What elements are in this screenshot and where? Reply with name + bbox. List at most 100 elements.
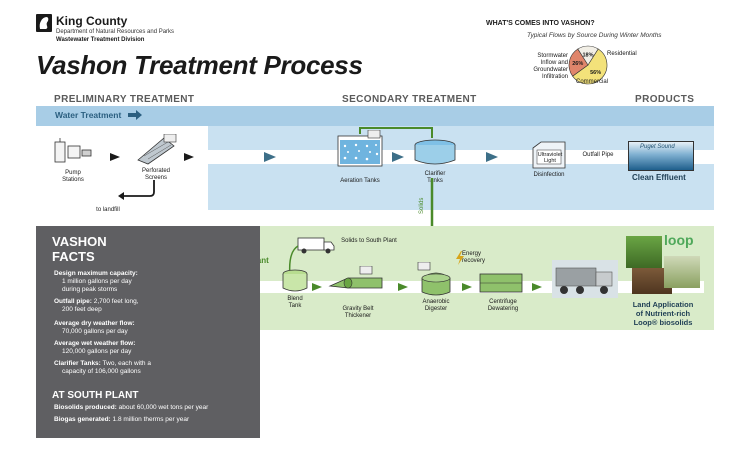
pie-slice-commercial [568,48,589,77]
inflow-heading: WHAT'S COMES INTO VASHON? [486,20,595,27]
truck-icon [297,237,335,254]
energy-recovery-label: Energy recovery [462,251,492,265]
digester-label: Anaerobic Digester [410,299,462,313]
energy-bolt-icon [456,251,464,265]
gravity-belt-thickener-icon [328,266,383,289]
energy-label-line-2: recovery [462,258,486,264]
land-application-photo-1 [626,236,662,268]
fact-outfall: Outfall pipe: 2,700 feet long, 200 feet … [54,298,139,314]
south-plant-title: AT SOUTH PLANT [52,390,139,401]
fact-capacity-value-1: 1 million gallons per day [62,278,132,285]
king-county-logo [36,14,52,32]
section-preliminary: PRELIMINARY TREATMENT [54,94,195,105]
puget-sound-image [628,141,694,171]
facts-title-line-1: VASHON [52,234,107,249]
aeration-tanks-icon [337,130,383,167]
screens-label-line-1: Perforated [141,168,171,174]
biosolids-truck-photo [552,260,618,298]
puget-sound-label: Puget Sound [640,144,675,150]
blend-label-line-1: Blend [287,296,303,302]
pie-label-residential: 56% [590,70,601,76]
fact-capacity-label: Design maximum capacity: [54,270,138,277]
pie-label-stormwater: 18% [582,53,593,59]
blend-tank-icon [282,269,308,292]
loop-logo: loop [664,232,694,248]
legend-commercial: Commercial [576,79,609,85]
fact-dry-value: 70,000 gallons per day [62,328,128,335]
flow-arrow-icon [312,283,322,291]
land-label-line-2: of Nutrient-rich [635,309,691,318]
land-label-line-3: Loop® biosolids [633,318,693,327]
pump-label-line-1: Pump [65,170,81,176]
flow-arrow-icon [462,283,472,291]
org-department: Department of Natural Resources and Park… [56,29,175,35]
digester-label-line-1: Anaerobic [422,299,450,305]
blend-tank-label: Blend Tank [278,296,312,310]
clean-effluent-label: Clean Effluent [632,173,686,182]
inflow-subheading: Typical Flows by Source During Winter Mo… [527,32,662,39]
energy-label-line-1: Energy [462,251,482,257]
fact-dry-weather: Average dry weather flow: 70,000 gallons… [54,320,135,336]
org-division: Wastewater Treatment Division [56,37,145,43]
section-secondary: SECONDARY TREATMENT [342,94,477,105]
perforated-screens-label: Perforated Screens [128,168,184,182]
anaerobic-digester-icon [417,262,451,296]
clarifier-tanks-label: Clarifier Tanks [412,171,458,185]
org-name: King County [56,14,128,28]
clarifier-label-line-2: Tanks [427,178,443,184]
flow-arrow-icon [264,152,276,162]
legend-residential: Residential [607,51,637,57]
land-application-label: Land Application of Nutrient-rich Loop® … [618,300,708,327]
fact-dry-label: Average dry weather flow: [54,320,135,327]
pump-stations-label: Pump Stations [52,170,94,184]
page-title: Vashon Treatment Process [36,50,363,80]
water-treatment-arrow-icon [128,110,142,120]
flow-arrow-icon [398,283,408,291]
uv-light-label: Ultraviolet Light [533,152,567,164]
flow-arrow-icon [532,283,542,291]
disinfection-label: Disinfection [533,172,565,178]
gravity-belt-label: Gravity Belt Thickener [328,306,388,320]
fact-biogas: Biogas generated: 1.8 million therms per… [54,416,189,424]
fact-biosolids-value: about 60,000 wet tons per year [118,404,209,411]
legend-storm-line-1: Stormwater [537,53,568,59]
gbt-label-line-1: Gravity Belt [342,306,374,312]
water-treatment-label: Water Treatment [55,110,122,120]
pie-slice-residential [572,48,608,85]
vashon-facts-panel: VASHON FACTS Design maximum capacity: 1 … [36,226,260,438]
inflow-pie-chart: 56%26%18% [568,45,608,85]
uv-label-line-1: Ultraviolet [537,152,563,158]
flow-arrow-icon [184,153,194,161]
land-application-photo-3 [664,256,700,288]
uv-disinfection-icon [532,141,566,169]
truck-label: Solids to South Plant [341,238,397,244]
flow-arrow-icon [486,152,498,162]
gbt-label-line-2: Thickener [344,313,372,319]
flow-arrow-icon [110,153,120,161]
water-treatment-header-band [36,106,714,126]
fact-biogas-label: Biogas generated: [54,416,111,423]
flow-arrow-icon [392,152,404,162]
centrifuge-icon [479,273,523,293]
land-label-line-1: Land Application [632,300,694,309]
outfall-pipe-label: Outfall Pipe [582,152,614,158]
fact-outfall-value-2: 200 feet deep [62,306,102,313]
fact-clarifier-value-1: Two, each with a [102,360,151,367]
fact-outfall-label: Outfall pipe: [54,298,92,305]
legend-storm-line-4: Infiltration [541,74,568,80]
aeration-tanks-label: Aeration Tanks [340,178,380,184]
fact-wet-label: Average wet weather flow: [54,340,136,347]
fact-wet-value: 120,000 gallons per day [62,348,132,355]
uv-label-line-2: Light [544,158,556,164]
pump-station-icon [54,138,92,163]
fact-biogas-value: 1.8 million therms per year [112,416,190,423]
fact-capacity-value-2: during peak storms [62,286,118,293]
king-logo-icon [39,17,49,29]
clarifier-tank-icon [414,139,456,165]
pie-slice-stormwater [577,45,599,66]
legend-stormwater: Stormwater Inflow and Groundwater Infilt… [520,53,568,81]
legend-storm-line-3: Groundwater [533,67,568,73]
solids-label: Solids [419,197,425,214]
centrifuge-label-line-1: Centrifuge [489,299,517,305]
digester-label-line-2: Digester [424,306,448,312]
